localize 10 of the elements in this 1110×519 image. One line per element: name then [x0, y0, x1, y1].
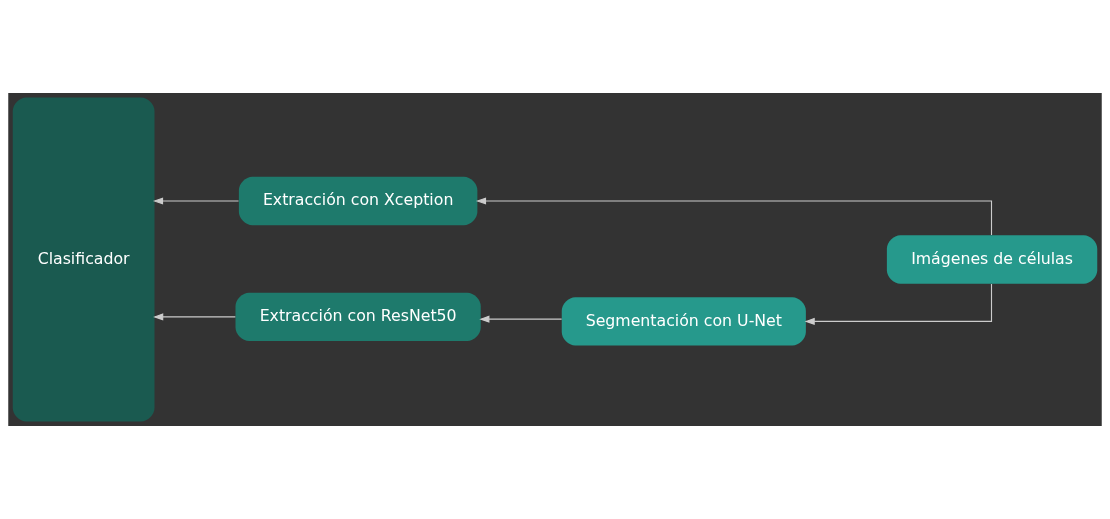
node-box: Extracción con ResNet50: [235, 292, 481, 342]
arrow: [152, 197, 240, 205]
arrow: [475, 197, 993, 236]
arrow: [153, 313, 236, 321]
node-box: Segmentación con U-Net: [561, 297, 806, 346]
arrow: [479, 315, 563, 323]
node-box: Clasificador: [12, 97, 155, 422]
node-box: Extracción con Xception: [238, 176, 478, 226]
arrow: [804, 283, 993, 325]
node-box: Imágenes de células: [886, 235, 1098, 284]
